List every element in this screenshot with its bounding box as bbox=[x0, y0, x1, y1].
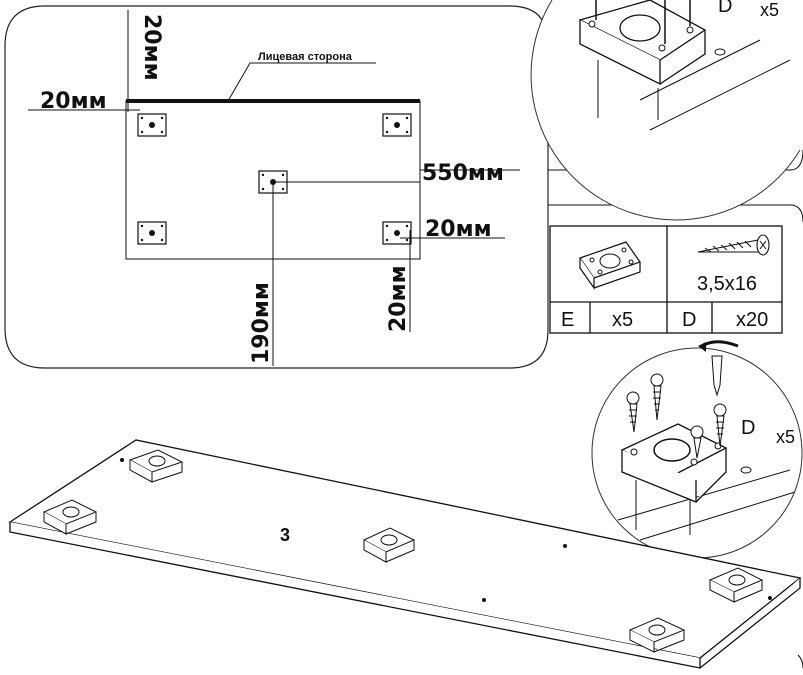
face-side-label: Лицевая сторона bbox=[258, 51, 353, 63]
detail-top-qty: x5 bbox=[760, 0, 779, 20]
board-plate-4 bbox=[708, 567, 764, 603]
screw-1 bbox=[626, 391, 640, 433]
screw-size-label: 3,5x16 bbox=[697, 273, 757, 295]
detail-lower-qty: x5 bbox=[776, 427, 795, 447]
screw-4 bbox=[713, 403, 727, 447]
panel-number: 3 bbox=[280, 525, 290, 545]
plate-marker-top-right bbox=[382, 113, 412, 137]
board-plate-1 bbox=[128, 449, 184, 483]
parts-table: 3,5x16 E x5 D x20 bbox=[549, 225, 783, 334]
screw-2 bbox=[650, 373, 664, 421]
screw-icon bbox=[697, 234, 770, 256]
detail-lower-screw-label: D bbox=[741, 417, 755, 439]
detail-top-screw-label: D bbox=[718, 0, 732, 17]
face-side-leader bbox=[227, 62, 376, 102]
center-offset-label: 190мм bbox=[249, 282, 274, 364]
plate-letter: E bbox=[561, 309, 574, 331]
plate-marker-top-left bbox=[137, 113, 167, 137]
drilling-scheme-panel: 20мм 20мм Лицевая сторона 550мм 20мм 190… bbox=[4, 5, 549, 369]
board-plate-2 bbox=[42, 499, 98, 535]
board-plate-3 bbox=[362, 527, 416, 563]
screwdriver-icon bbox=[698, 340, 739, 397]
left-offset-label: 20мм bbox=[40, 89, 107, 114]
top-offset-label: 20мм bbox=[139, 14, 164, 81]
board-panel-3: 3 bbox=[8, 439, 802, 669]
board-plate-5 bbox=[628, 617, 686, 653]
detail-circle-top: D x5 bbox=[530, 0, 801, 221]
plate-marker-bottom-left bbox=[137, 221, 167, 245]
right-offset-label: 20мм bbox=[425, 217, 492, 242]
plate-quantity: x5 bbox=[612, 309, 633, 331]
detail-circle-lower: D x5 bbox=[591, 340, 803, 559]
screw-letter: D bbox=[682, 309, 696, 331]
mounting-plate-icon bbox=[579, 241, 641, 290]
bottom-offset-label: 20мм bbox=[386, 265, 411, 332]
screw-quantity: x20 bbox=[736, 309, 768, 331]
screw-3 bbox=[690, 425, 704, 459]
length-leader bbox=[273, 169, 520, 183]
plate-marker-bottom-right bbox=[382, 221, 412, 245]
length-label: 550мм bbox=[422, 161, 504, 186]
right-frame-bottom-edge bbox=[797, 654, 803, 669]
